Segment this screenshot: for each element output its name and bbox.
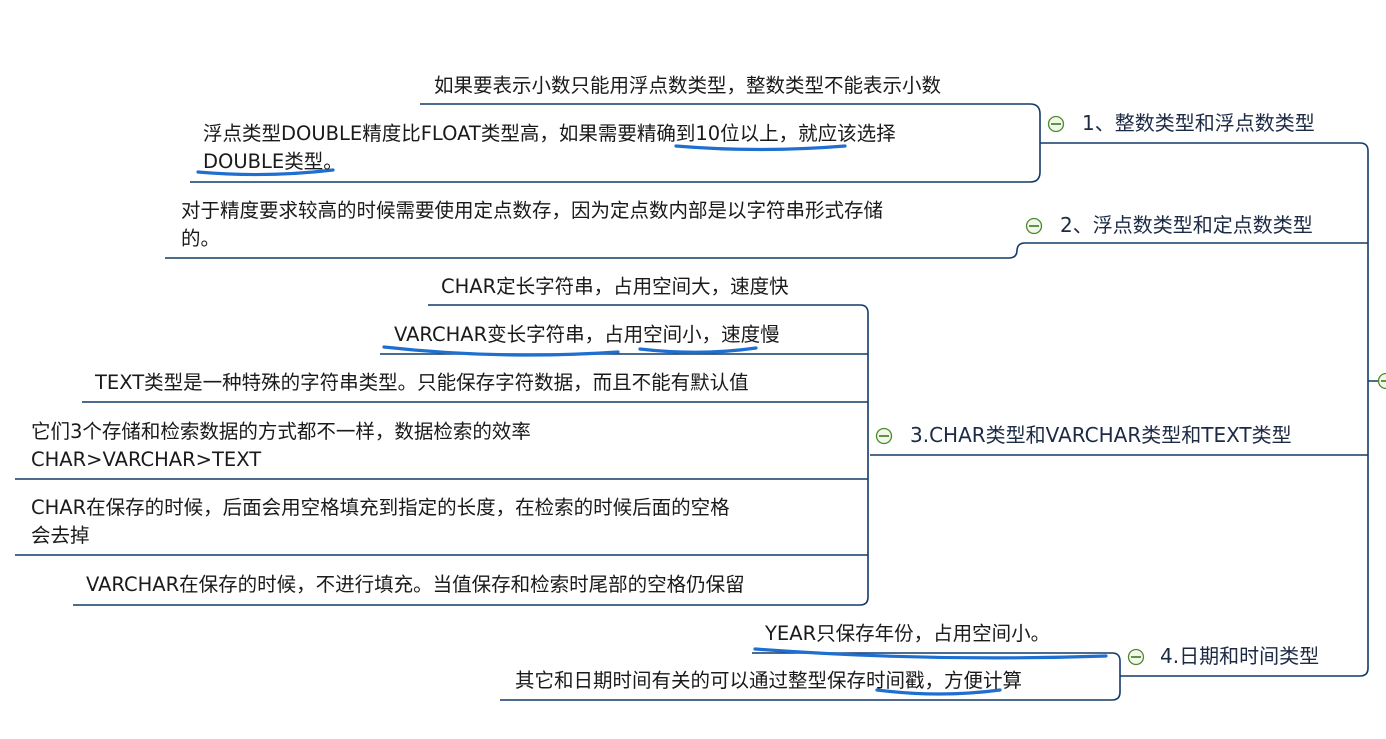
note-9[interactable]: VARCHAR在保存的时候，不进行填充。当值保存和检索时尾部的空格仍保留 <box>86 573 745 596</box>
note-7-line-1: 它们3个存储和检索数据的方式都不一样，数据检索的效率 <box>31 420 531 443</box>
topic2-branch <box>165 242 1339 259</box>
note-8-line-1: CHAR在保存的时候，后面会用空格填充到指定的长度，在检索的时候后面的空格 <box>31 496 730 519</box>
topic1-branch <box>190 103 1041 183</box>
note-8-line-2: 会去掉 <box>31 524 90 547</box>
collapse-minus-icon <box>1127 648 1145 666</box>
note-6[interactable]: TEXT类型是一种特殊的字符串类型。只能保存字符数据，而且不能有默认值 <box>95 371 749 394</box>
topic3-branch <box>73 304 869 606</box>
note-4[interactable]: CHAR定长字符串，占用空间大，速度快 <box>441 275 789 298</box>
highlight-stroke <box>196 168 335 177</box>
note-11[interactable]: 其它和日期时间有关的可以通过整型保存时间戳，方便计算 <box>515 669 1023 692</box>
note-2-line-1: 浮点类型DOUBLE精度比FLOAT类型高，如果需要精确到10位以上，就应该选择 <box>203 122 896 145</box>
note-8[interactable]: CHAR在保存的时候，后面会用空格填充到指定的长度，在检索的时候后面的空格 会去… <box>31 494 730 550</box>
note-5[interactable]: VARCHAR变长字符串，占用空间小，速度慢 <box>394 323 780 346</box>
highlight-stroke <box>382 345 620 357</box>
topic-1[interactable]: 1、整数类型和浮点数类型 <box>1082 111 1315 135</box>
note-2[interactable]: 浮点类型DOUBLE精度比FLOAT类型高，如果需要精确到10位以上，就应该选择… <box>203 120 896 176</box>
collapse-minus-icon <box>875 427 893 445</box>
note-3-line-2: 的。 <box>181 227 221 250</box>
note-1[interactable]: 如果要表示小数只能用浮点数类型，整数类型不能表示小数 <box>434 74 942 97</box>
note-7-line-2: CHAR>VARCHAR>TEXT <box>31 448 262 471</box>
note-7[interactable]: 它们3个存储和检索数据的方式都不一样，数据检索的效率 CHAR>VARCHAR>… <box>31 418 531 474</box>
trunk-line <box>1339 142 1369 677</box>
topic-4[interactable]: 4.日期和时间类型 <box>1160 644 1320 668</box>
topic-3[interactable]: 3.CHAR类型和VARCHAR类型和TEXT类型 <box>910 423 1292 447</box>
highlight-stroke <box>753 647 1108 660</box>
collapse-minus-icon <box>1047 115 1065 133</box>
highlight-stroke <box>875 688 1002 696</box>
note-3[interactable]: 对于精度要求较高的时候需要使用定点数存，因为定点数内部是以字符串形式存储 的。 <box>181 197 883 253</box>
highlight-stroke <box>638 346 758 354</box>
note-10[interactable]: YEAR只保存年份，占用空间小。 <box>765 622 1051 645</box>
note-3-line-1: 对于精度要求较高的时候需要使用定点数存，因为定点数内部是以字符串形式存储 <box>181 199 884 222</box>
collapse-minus-icon <box>1025 217 1043 235</box>
topic4-branch <box>500 652 1121 701</box>
collapse-minus-icon <box>1377 372 1386 390</box>
highlight-stroke <box>674 144 847 152</box>
topic-2[interactable]: 2、浮点数类型和定点数类型 <box>1060 213 1313 237</box>
note-2-line-2: DOUBLE类型。 <box>203 150 343 173</box>
